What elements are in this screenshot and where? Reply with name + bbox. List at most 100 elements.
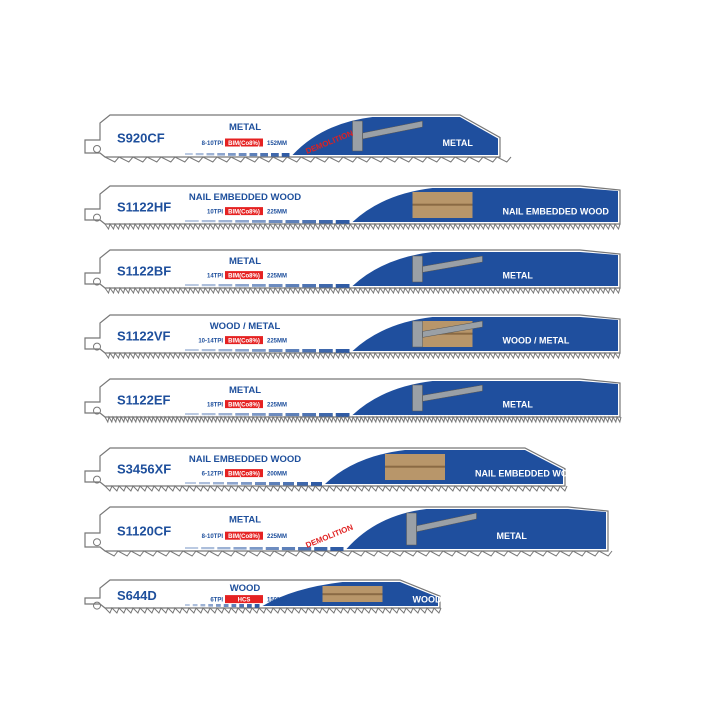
blade-dash [298, 547, 312, 551]
blade-dash [231, 604, 237, 608]
blade-dash [319, 349, 333, 353]
blade-dash [208, 604, 213, 607]
blade-teeth [104, 156, 512, 163]
blade-dash [217, 547, 231, 550]
blade-dash [271, 153, 279, 157]
blade-dash [185, 413, 199, 415]
blade-dash [314, 547, 328, 551]
blade-dash [216, 604, 221, 607]
wood-grain [385, 465, 445, 468]
blade-tpi: 8-10TPI [202, 141, 224, 147]
blade-dash [252, 284, 266, 287]
blade-dash [185, 349, 199, 351]
blade-dash [239, 604, 244, 608]
blade-dash [319, 284, 333, 288]
blade-dash [235, 220, 249, 223]
blade-length: 225MM [267, 534, 287, 540]
mount-hole [93, 538, 101, 547]
material-badge-text: BIM(Co8%) [228, 339, 260, 345]
blade-teeth [104, 550, 613, 557]
blade-material: METAL [229, 515, 261, 526]
blade-dash [238, 153, 247, 156]
blade-code: S644D [117, 588, 157, 603]
blade-material: METAL [229, 385, 261, 396]
blade-length: 200MM [267, 472, 287, 478]
material-badge [225, 336, 263, 345]
blade-dash [185, 482, 196, 484]
blade-dash [249, 153, 258, 157]
blade-dash [285, 413, 300, 417]
blade-code: S920CF [117, 131, 165, 146]
blade-dash [213, 482, 224, 485]
blade-dash [185, 284, 199, 286]
blade-dash [302, 284, 316, 288]
blade-tpi: 10TPI [207, 210, 223, 216]
blade-teeth [104, 222, 621, 231]
blade-tpi: 6-12TPI [202, 472, 224, 478]
mount-hole [93, 342, 101, 351]
blade-code: S1122VF [117, 328, 171, 343]
blade-dash [218, 220, 233, 223]
steel-beam-image [406, 512, 477, 546]
blade-teeth [104, 286, 621, 295]
blade-dash [285, 284, 300, 288]
material-badge [225, 469, 263, 478]
blade-dash [185, 153, 193, 155]
material-badge [225, 531, 263, 540]
side-label: METAL [443, 138, 474, 148]
material-badge-text: BIM(Co8%) [228, 210, 260, 216]
material-badge [225, 138, 263, 147]
blade-dash [252, 349, 266, 352]
blade-dash [319, 220, 333, 224]
blade-dash [217, 153, 225, 156]
material-badge-text: BIM(Co8%) [228, 472, 260, 478]
blade-dash [335, 284, 350, 288]
material-badge-text: BIM(Co8%) [228, 534, 260, 540]
mount-hole [93, 601, 101, 610]
blade-dash [201, 220, 216, 223]
blade-dash [218, 284, 233, 287]
wood-grain [412, 203, 473, 206]
side-label: WOOD [413, 594, 442, 604]
blade-dash [302, 413, 316, 417]
blade-dash [269, 482, 280, 486]
blade-dash [252, 413, 266, 416]
blade-dash [249, 547, 263, 550]
blade-code: S1122EF [117, 392, 171, 407]
blade-dash [228, 153, 236, 156]
blade-dash [201, 413, 216, 416]
blade-length: 225MM [267, 274, 287, 280]
blade-color-band [292, 117, 498, 155]
blade-dash [297, 482, 308, 486]
blade-length: 150MM [267, 598, 287, 604]
material-badge [225, 400, 263, 409]
blade-dash [265, 547, 279, 550]
steel-beam-image [352, 120, 423, 152]
blade-material: METAL [229, 256, 261, 267]
blade-dash [192, 604, 198, 607]
blade-dash [268, 284, 283, 287]
blade-dash [268, 413, 283, 416]
blade-dash [199, 482, 210, 485]
blade-dash [185, 604, 190, 606]
blade-dash [283, 482, 294, 486]
blade-dash [247, 604, 252, 608]
material-badge-text: BIM(Co8%) [228, 141, 260, 147]
blade-dash [268, 349, 283, 352]
blade-dash [235, 413, 249, 416]
blade-dash [235, 284, 249, 287]
steel-beam-image [412, 320, 483, 348]
side-label: WOOD / METAL [503, 336, 570, 346]
blade-teeth [104, 607, 442, 614]
blade-material: WOOD [230, 583, 261, 594]
blade-tpi: 18TPI [207, 403, 223, 409]
blade-dash [281, 547, 296, 551]
blade-dash [319, 413, 333, 417]
blade-dash [201, 284, 216, 287]
blade-dash [302, 220, 316, 224]
material-badge-text: BIM(Co8%) [228, 403, 260, 409]
blade-dash [218, 413, 233, 416]
